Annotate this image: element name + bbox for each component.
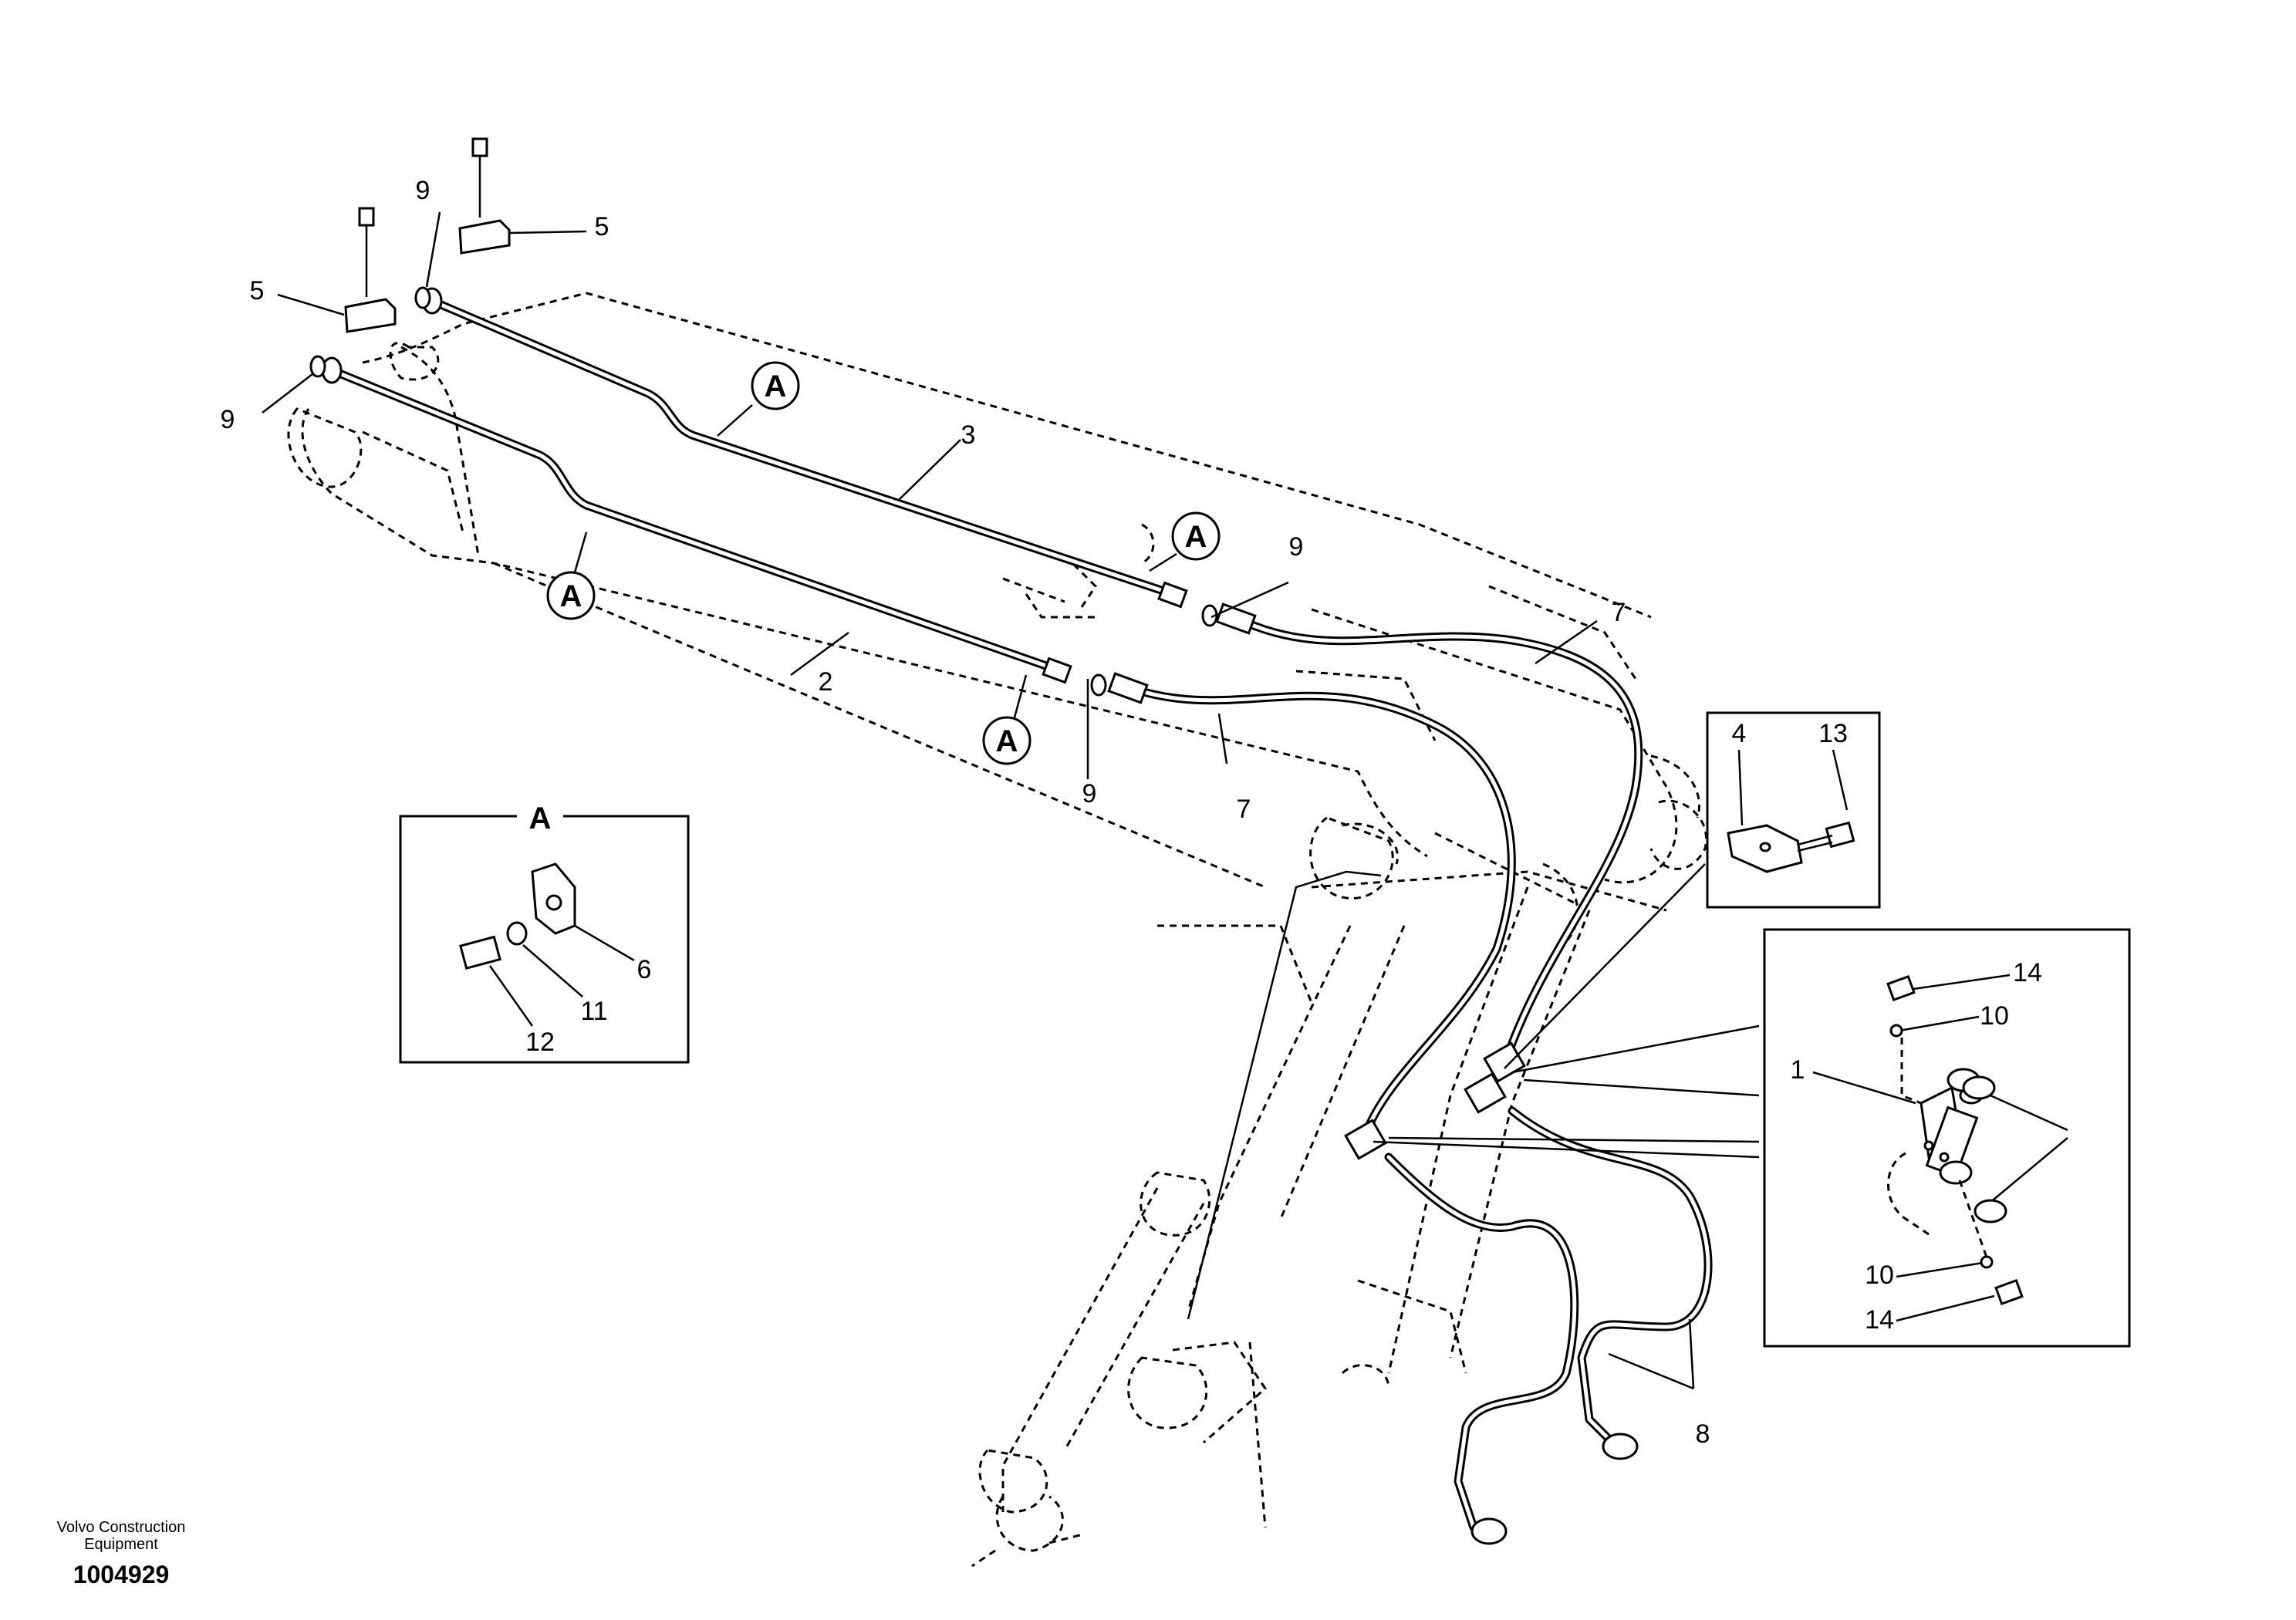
svg-text:9: 9 [221, 405, 235, 434]
svg-text:6: 6 [637, 955, 652, 984]
svg-text:11: 11 [580, 997, 607, 1026]
svg-text:5: 5 [595, 212, 609, 241]
brand-block: Volvo Construction Equipment 1004929 [57, 1519, 186, 1588]
svg-text:9: 9 [1082, 779, 1097, 808]
svg-text:7: 7 [1237, 795, 1251, 824]
pipe-lower [327, 366, 1062, 674]
svg-text:A: A [996, 724, 1018, 758]
callout-a-2: A [1149, 511, 1221, 572]
clamp-left [344, 207, 397, 333]
inset-clamp-4: 4 13 [1706, 711, 1881, 909]
svg-text:A: A [1185, 520, 1207, 554]
svg-text:10: 10 [1865, 1261, 1894, 1290]
svg-text:1: 1 [1791, 1055, 1805, 1085]
callout-a-3: A [546, 532, 596, 620]
hose-upper [1230, 613, 1643, 1069]
hose-bucket-a [1384, 1153, 1579, 1532]
callout-a-1: A [717, 361, 800, 437]
svg-text:7: 7 [1612, 598, 1626, 627]
svg-text:A: A [529, 802, 552, 835]
callout-a-4: A [982, 674, 1032, 765]
fittings [321, 287, 1639, 1545]
brand-line-1: Volvo Construction [57, 1519, 186, 1536]
clamp-right [458, 137, 511, 255]
hose-lower [1122, 682, 1516, 1139]
svg-text:9: 9 [416, 176, 430, 205]
svg-text:A: A [560, 579, 582, 613]
svg-text:14: 14 [1865, 1305, 1894, 1335]
svg-text:12: 12 [525, 1028, 555, 1057]
hose-bucket-b [1508, 1106, 1713, 1447]
inset-valve-1: 14 10 1 10 14 [1763, 928, 2131, 1348]
svg-text:10: 10 [1980, 1001, 2009, 1031]
o-rings [309, 286, 1218, 697]
leaders [262, 211, 1760, 1390]
brand-line-2: Equipment [84, 1536, 158, 1553]
svg-text:8: 8 [1696, 1419, 1710, 1449]
inset-a-detail: A 6 11 12 [399, 798, 690, 1064]
svg-text:13: 13 [1818, 719, 1848, 748]
svg-text:4: 4 [1732, 719, 1747, 748]
drawing-number: 1004929 [73, 1561, 170, 1588]
svg-text:3: 3 [961, 420, 976, 450]
svg-text:9: 9 [1289, 532, 1304, 562]
svg-text:2: 2 [819, 667, 833, 697]
svg-text:14: 14 [2013, 958, 2042, 987]
svg-text:A: A [765, 370, 787, 403]
svg-text:5: 5 [250, 276, 265, 305]
pipe-upper [427, 296, 1177, 599]
